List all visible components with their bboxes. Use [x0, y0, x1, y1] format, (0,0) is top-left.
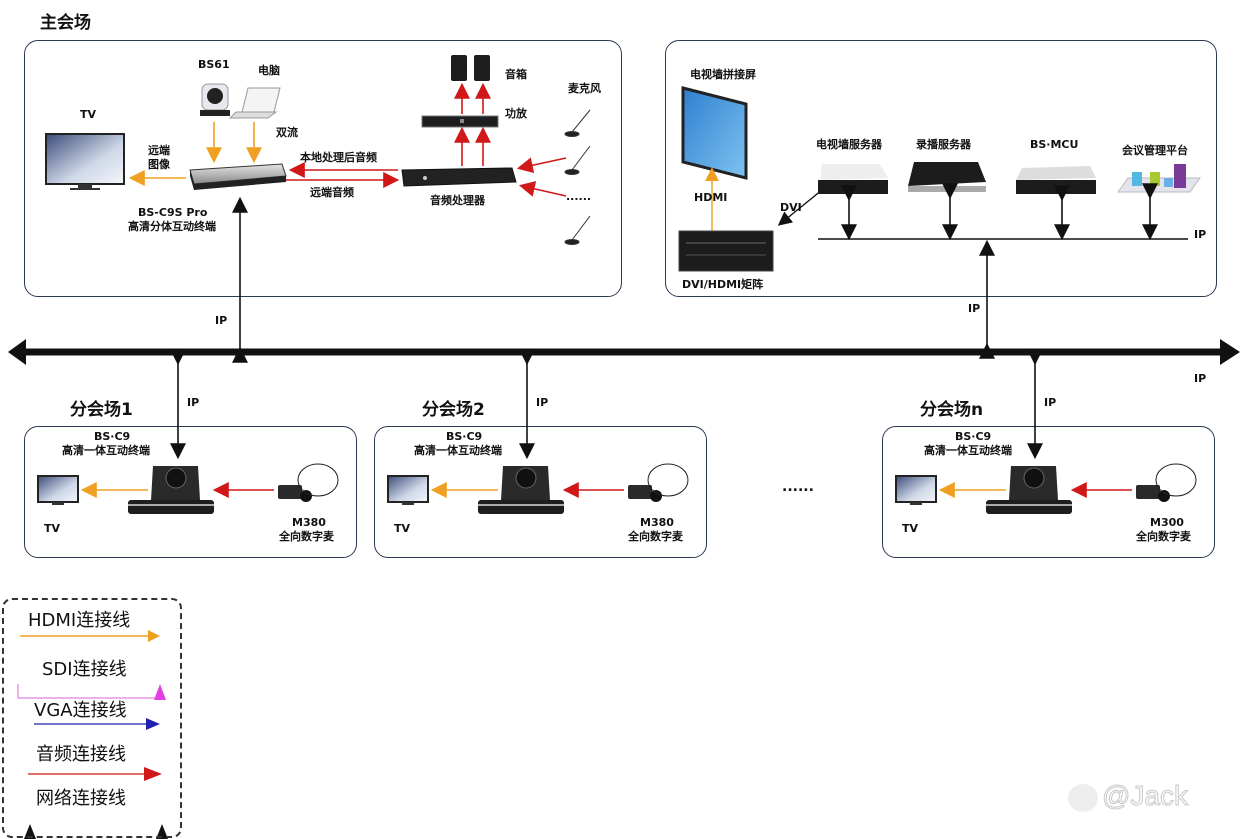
- audio-processor-label: 音频处理器: [430, 194, 485, 207]
- branch-2-model-label: BS·C9: [446, 430, 483, 443]
- branch-2-devices: [387, 463, 689, 514]
- matrix-label: DVI/HDMI矩阵: [682, 278, 764, 291]
- branch-2-tv-label: TV: [394, 522, 411, 535]
- legend-hdmi-arrow-icon: [148, 630, 160, 642]
- amplifier-icon: [421, 115, 499, 128]
- branch-n-ip-label: IP: [1044, 396, 1057, 409]
- speaker-label: 音箱: [505, 68, 527, 81]
- remote-audio-label: 远端音频: [310, 186, 354, 199]
- legend-audio-arrow-icon: [144, 767, 162, 781]
- legend-sdi-label: SDI连接线: [42, 659, 127, 680]
- video-wall-label: 电视墙拼接屏: [690, 68, 756, 81]
- branch-mic-icon: [278, 463, 339, 502]
- legend-sdi-arrow-icon: [154, 684, 166, 700]
- branch-3-devices: [895, 463, 1197, 514]
- terminal-model-label: BS-C9S Pro: [138, 206, 208, 219]
- dvi-label: DVI: [780, 201, 802, 214]
- branch-2-title: 分会场2: [422, 400, 485, 420]
- mcu-server-icon: [1016, 166, 1096, 194]
- server-room-ip-label: IP: [968, 302, 981, 315]
- dvi-hdmi-matrix-icon: [678, 230, 774, 272]
- legend-hdmi-label: HDMI连接线: [28, 610, 131, 631]
- branch-1-title: 分会场1: [70, 400, 133, 420]
- mcu-label: BS·MCU: [1030, 138, 1079, 151]
- main-tv-label: TV: [80, 108, 97, 121]
- speaker-icon: [451, 55, 490, 81]
- branch-n-model-label: BS·C9: [955, 430, 992, 443]
- branch-ellipsis: ......: [782, 479, 814, 495]
- branch-1-tv-label: TV: [44, 522, 61, 535]
- branch-2-mic-desc: 全向数字麦: [628, 530, 683, 543]
- microphone-icon: [564, 109, 591, 245]
- mic-ellipsis: ......: [566, 190, 592, 203]
- local-audio-label: 本地处理后音频: [300, 151, 377, 164]
- branch-camera-terminal-icon: [128, 466, 214, 514]
- ip-backbone: [8, 339, 1240, 365]
- branch-1-ip-label: IP: [187, 396, 200, 409]
- watermark: @Jack: [1068, 780, 1189, 812]
- legend-box: [2, 598, 182, 838]
- management-platform-icon: [1117, 164, 1201, 193]
- microphone-label: 麦克风: [568, 82, 601, 95]
- main-tv-icon: [45, 133, 125, 190]
- branch-1-desc-label: 高清一体互动终端: [62, 444, 150, 457]
- video-wall-icon: [681, 86, 748, 180]
- branch-n-title: 分会场n: [920, 400, 984, 420]
- bs61-camera-icon: [200, 83, 230, 116]
- branch-1-mic-desc: 全向数字麦: [279, 530, 334, 543]
- branch-1-mic-model: M380: [292, 516, 326, 529]
- legend-audio-label: 音频连接线: [36, 744, 126, 765]
- remote-image-label-1: 远端: [148, 144, 170, 157]
- dual-stream-label: 双流: [276, 126, 298, 139]
- branch-tv-icon: [37, 475, 79, 505]
- backbone-right-arrow-icon: [1220, 339, 1240, 365]
- legend-network-label: 网络连接线: [36, 788, 126, 809]
- bs-c9s-pro-terminal-icon: [189, 163, 287, 190]
- legend-lines: [17, 630, 168, 839]
- management-platform-label: 会议管理平台: [1122, 144, 1188, 157]
- terminal-desc-label: 高清分体互动终端: [128, 220, 216, 233]
- backbone-left-arrow-icon: [8, 339, 26, 365]
- backbone-ip-label: IP: [1194, 372, 1207, 385]
- hdmi-label: HDMI: [694, 191, 728, 204]
- amplifier-label: 功放: [505, 107, 527, 120]
- watermark-text: @Jack: [1102, 780, 1189, 812]
- bs61-label: BS61: [198, 58, 230, 71]
- tv-wall-server-icon: [818, 164, 888, 194]
- server-lan-ip-label: IP: [1194, 228, 1207, 241]
- main-venue-title: 主会场: [40, 13, 91, 33]
- laptop-icon: [228, 87, 281, 119]
- branch-1-devices: [37, 463, 339, 514]
- branch-n-mic-model: M300: [1150, 516, 1184, 529]
- laptop-label: 电脑: [258, 64, 280, 77]
- branch-2-ip-label: IP: [536, 396, 549, 409]
- branch-camera-terminal-icon: [478, 466, 564, 514]
- branch-n-desc-label: 高清一体互动终端: [924, 444, 1012, 457]
- branch-camera-terminal-icon: [986, 466, 1072, 514]
- remote-image-label-2: 图像: [148, 158, 170, 171]
- recording-server-icon: [908, 162, 986, 192]
- branch-2-mic-model: M380: [640, 516, 674, 529]
- branch-mic-icon: [628, 463, 689, 502]
- recording-server-label: 录播服务器: [916, 138, 971, 151]
- legend-vga-label: VGA连接线: [34, 700, 127, 721]
- audio-processor-icon: [401, 167, 517, 187]
- branch-tv-icon: [895, 475, 937, 505]
- paw-logo-icon: [1068, 783, 1098, 812]
- branch-n-tv-label: TV: [902, 522, 919, 535]
- branch-tv-icon: [387, 475, 429, 505]
- branch-2-desc-label: 高清一体互动终端: [414, 444, 502, 457]
- main-venue-ip-label: IP: [215, 314, 228, 327]
- branch-n-mic-desc: 全向数字麦: [1136, 530, 1191, 543]
- legend-vga-arrow-icon: [146, 718, 160, 730]
- branch-mic-icon: [1136, 463, 1197, 502]
- branch-1-model-label: BS·C9: [94, 430, 131, 443]
- tv-wall-server-label: 电视墙服务器: [816, 138, 882, 151]
